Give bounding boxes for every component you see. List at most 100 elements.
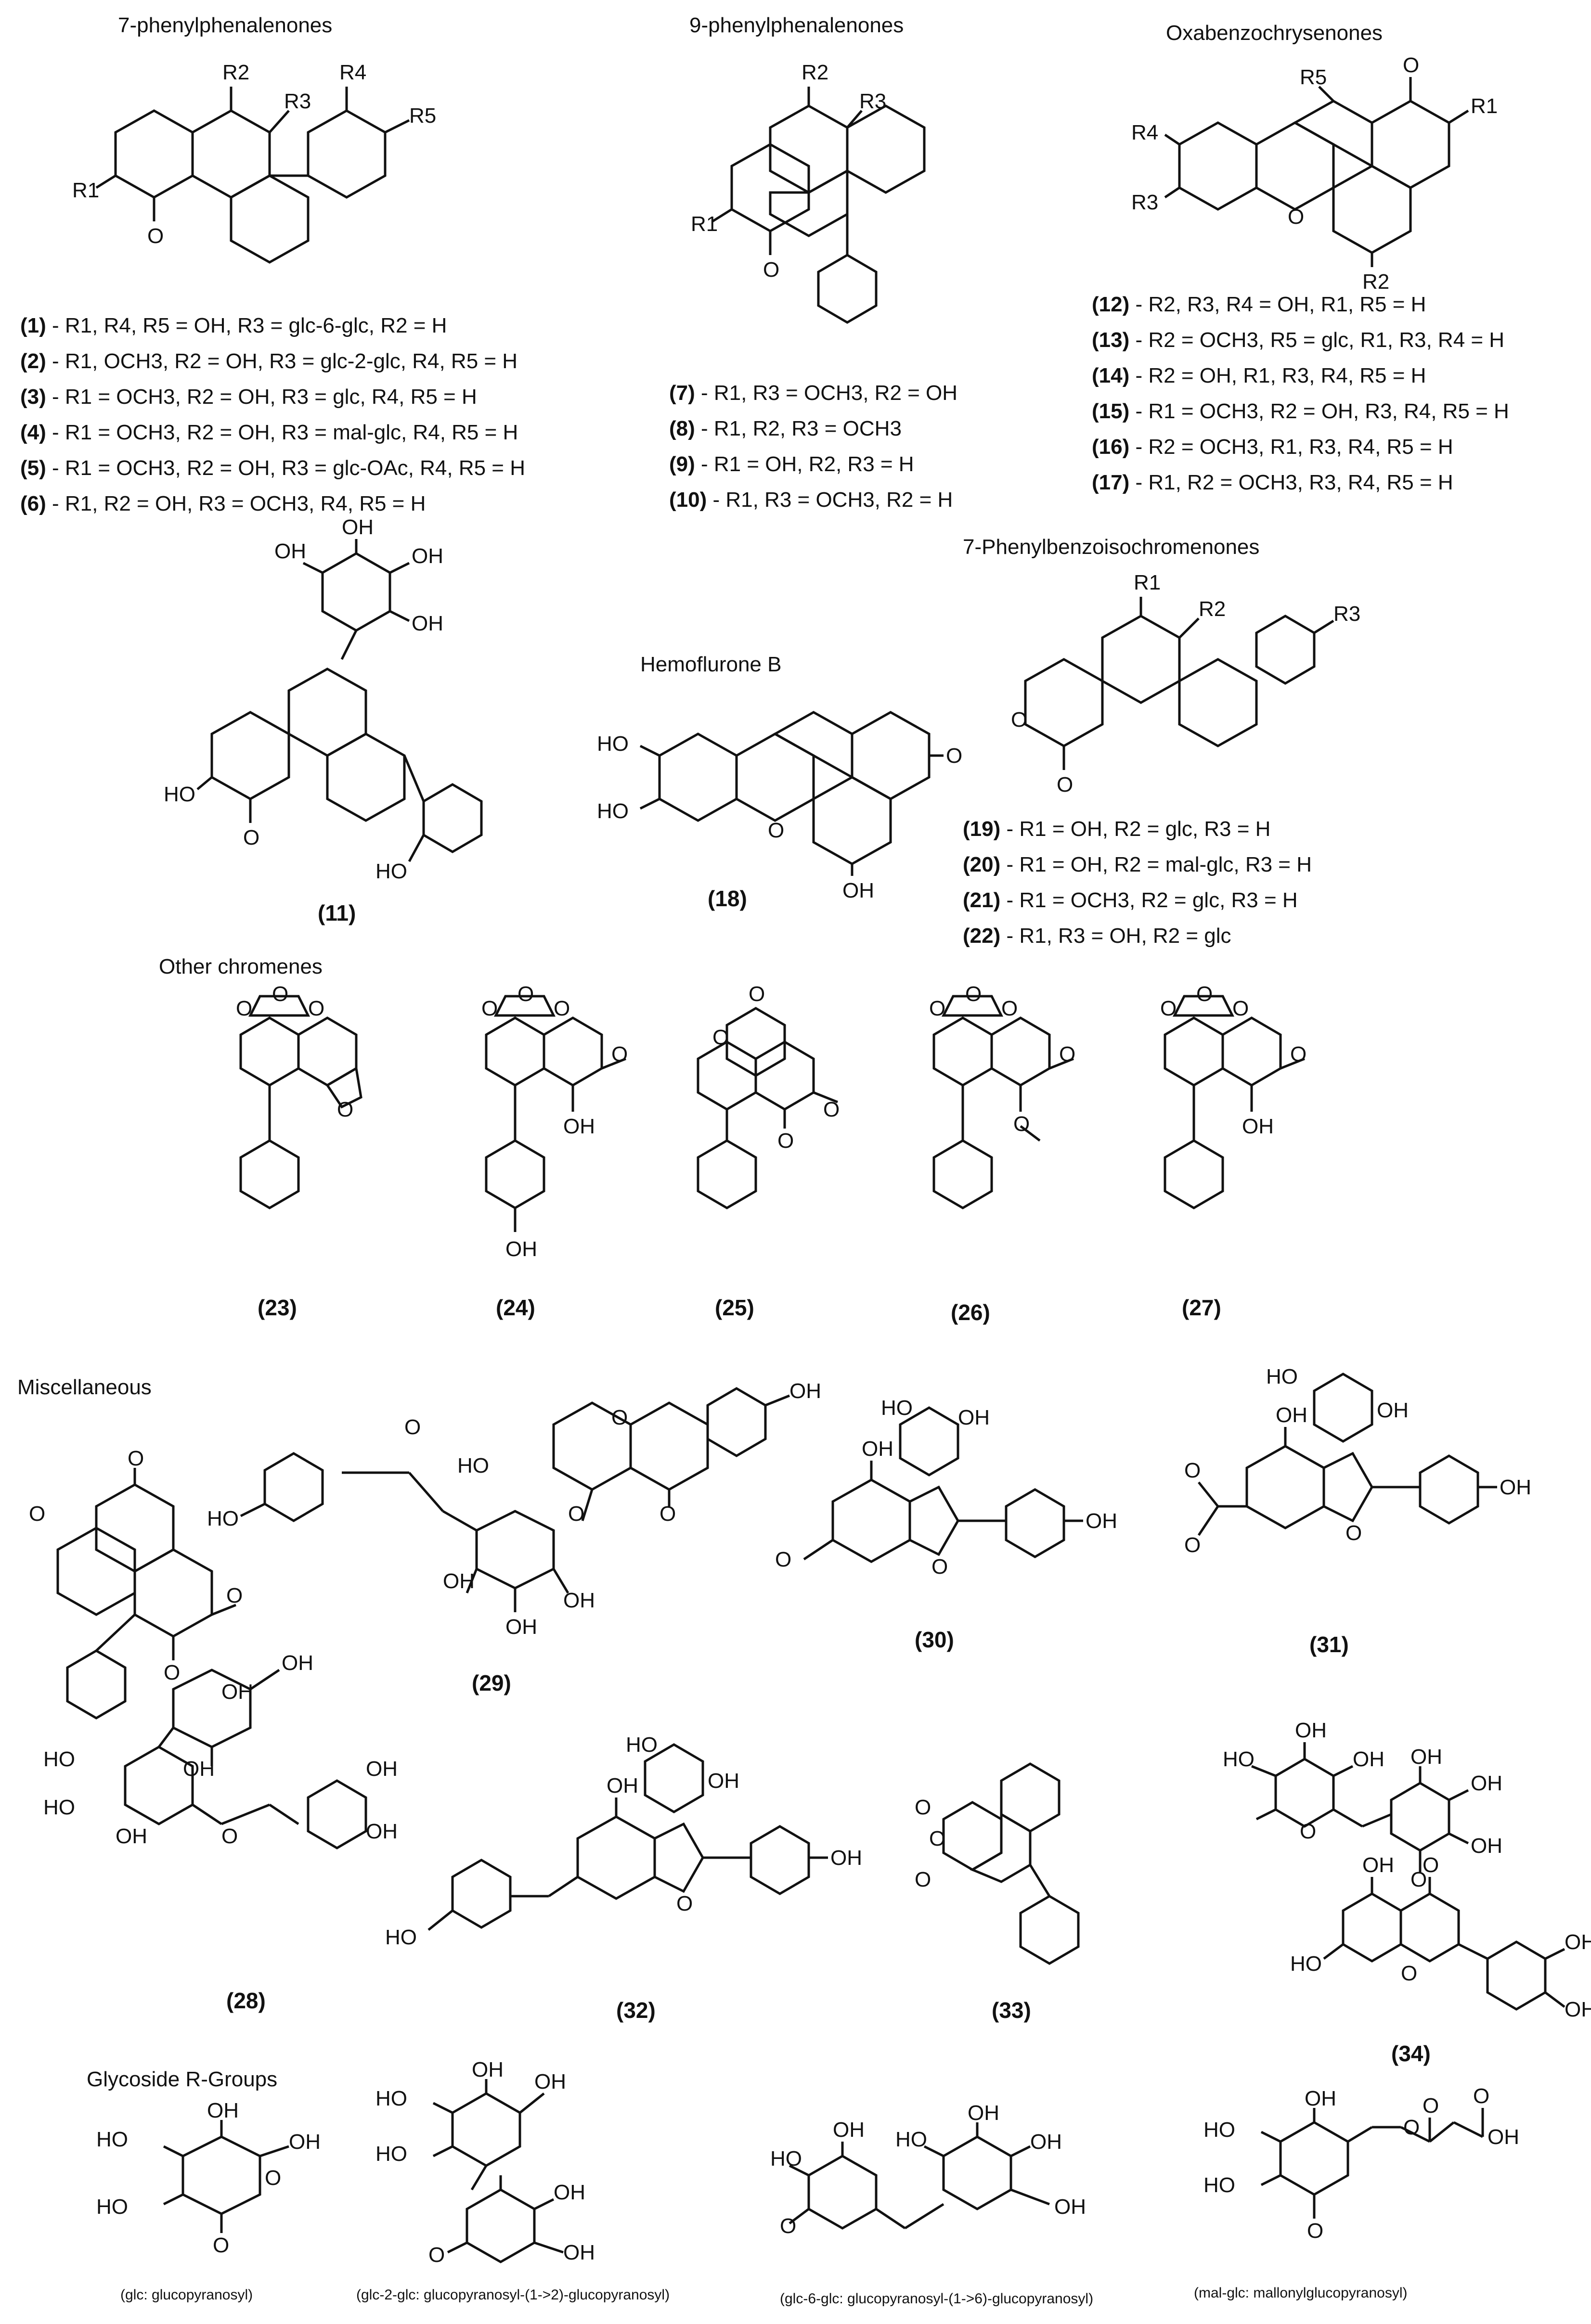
oh-label: OH bbox=[563, 1115, 595, 1138]
ring-o: O bbox=[611, 1042, 628, 1066]
ho-label: HO bbox=[375, 860, 407, 883]
ring-o: O bbox=[213, 2234, 229, 2257]
ring-o: O bbox=[931, 1555, 948, 1579]
oh-label: OH bbox=[282, 1651, 313, 1675]
carbonyl-o: O bbox=[915, 1796, 931, 1819]
structure-9-phenylphenalenone: R2 R3 R1 O bbox=[691, 61, 926, 324]
list-item: (19) - R1 = OH, R2 = glc, R3 = H bbox=[963, 817, 1271, 841]
carbonyl-o: O bbox=[1001, 997, 1018, 1020]
r1-label: R1 bbox=[1471, 94, 1498, 118]
compound-label-28: (28) bbox=[226, 1988, 266, 2013]
ring-o: O bbox=[1011, 708, 1027, 732]
compound-label-32: (32) bbox=[616, 1998, 656, 2023]
r1-label: R1 bbox=[72, 179, 99, 202]
ho-label: HO bbox=[375, 2142, 407, 2166]
list-item: (3) - R1 = OCH3, R2 = OH, R3 = glc, R4, … bbox=[20, 385, 477, 409]
ho-label: HO bbox=[96, 2128, 128, 2151]
substituents-isochromenones: (19) - R1 = OH, R2 = glc, R3 = H (20) - … bbox=[963, 811, 1312, 954]
substituents-7-phenylphenalenones: (1) - R1, R4, R5 = OH, R3 = glc-6-glc, R… bbox=[20, 308, 525, 522]
carbonyl-o: O bbox=[243, 826, 259, 849]
oh-label: OH bbox=[366, 1757, 398, 1781]
oh-label: OH bbox=[534, 2070, 566, 2093]
oh-label: OH bbox=[1410, 1745, 1442, 1769]
ho-label: HO bbox=[164, 783, 195, 806]
oh-label: OH bbox=[505, 1237, 537, 1261]
oh-label: OH bbox=[366, 1820, 398, 1843]
list-item: (5) - R1 = OCH3, R2 = OH, R3 = glc-OAc, … bbox=[20, 456, 525, 480]
header-9-phenylphenalenones: 9-phenylphenalenones bbox=[689, 13, 904, 37]
r2-label: R2 bbox=[1362, 270, 1389, 294]
ring-o: O bbox=[128, 1447, 144, 1470]
oh-label: OH bbox=[1471, 1772, 1502, 1795]
oh-label: OH bbox=[789, 1379, 821, 1403]
r3-label: R3 bbox=[859, 90, 886, 113]
oh-label: OH bbox=[1086, 1509, 1117, 1533]
list-item: (16) - R2 = OCH3, R1, R3, R4, R5 = H bbox=[1092, 435, 1453, 459]
header-other-chromenes: Other chromenes bbox=[159, 955, 323, 978]
oh-label: OH bbox=[830, 1846, 862, 1870]
oh-label: OH bbox=[183, 1757, 215, 1781]
compound-label-29: (29) bbox=[472, 1670, 511, 1695]
ho-label: HO bbox=[43, 1796, 75, 1819]
ring-o: O bbox=[1196, 982, 1213, 1006]
ring-o: O bbox=[1410, 1868, 1427, 1891]
ring-o: O bbox=[768, 819, 784, 842]
list-item: (1) - R1, R4, R5 = OH, R3 = glc-6-glc, R… bbox=[20, 314, 447, 337]
carbonyl-o: O bbox=[1473, 2084, 1489, 2108]
carbonyl-o: O bbox=[147, 224, 164, 248]
ring-o: O bbox=[272, 982, 288, 1006]
oh-label: OH bbox=[958, 1406, 990, 1429]
list-item: (4) - R1 = OCH3, R2 = OH, R3 = mal-glc, … bbox=[20, 421, 518, 444]
ho-label: HO bbox=[375, 2087, 407, 2110]
oh-label: OH bbox=[443, 1569, 475, 1593]
structure-compound-28: O O O O OH OH OH HO HO OH O OH OH bbox=[29, 1447, 398, 1849]
r2-label: R2 bbox=[802, 61, 828, 84]
oh-label: OH bbox=[505, 1615, 537, 1639]
structure-compound-31: HO OH OH O O O OH bbox=[1184, 1365, 1531, 1557]
carbonyl-o: O bbox=[946, 744, 962, 768]
oh-label: OH bbox=[472, 2058, 504, 2081]
r3-label: R3 bbox=[1333, 602, 1360, 626]
r1-label: R1 bbox=[1134, 571, 1161, 594]
header-miscellaneous: Miscellaneous bbox=[17, 1375, 152, 1399]
oh-label: OH bbox=[1377, 1399, 1409, 1422]
carbonyl-o: O bbox=[554, 997, 570, 1020]
structure-compound-27: O O O O OH bbox=[1160, 982, 1306, 1209]
structure-compound-29: OH HO O O O HO O OH OH OH bbox=[207, 1379, 821, 1639]
r4-label: R4 bbox=[339, 61, 366, 84]
ho-label: HO bbox=[43, 1747, 75, 1771]
oh-label: OH bbox=[274, 539, 306, 563]
oh-label: OH bbox=[1471, 1834, 1502, 1858]
carbonyl-o: O bbox=[660, 1502, 676, 1526]
ho-label: HO bbox=[96, 2195, 128, 2219]
list-item: (8) - R1, R2, R3 = OCH3 bbox=[669, 417, 902, 440]
carbonyl-o: O bbox=[1423, 1853, 1439, 1877]
r5-label: R5 bbox=[409, 104, 436, 128]
ring-o: O bbox=[221, 1824, 238, 1848]
structure-7-phenylphenalenone: R2 R3 R4 R5 R1 O bbox=[72, 61, 436, 264]
ho-label: HO bbox=[597, 732, 629, 756]
structure-compound-33: O O O bbox=[915, 1762, 1080, 1965]
list-item: (21) - R1 = OCH3, R2 = glc, R3 = H bbox=[963, 888, 1298, 912]
ring-o: O bbox=[164, 1661, 180, 1684]
carbonyl-o: O bbox=[1423, 2094, 1439, 2118]
header-hemoflurone-b: Hemoflurone B bbox=[640, 653, 782, 676]
compound-label-33: (33) bbox=[992, 1998, 1031, 2023]
carbonyl-o: O bbox=[1232, 997, 1249, 1020]
carbonyl-o: O bbox=[763, 258, 779, 282]
oh-label: OH bbox=[1500, 1476, 1531, 1499]
oh-label: OH bbox=[1276, 1403, 1307, 1427]
list-item: (20) - R1 = OH, R2 = mal-glc, R3 = H bbox=[963, 853, 1312, 876]
oh-label: OH bbox=[1565, 1930, 1591, 1954]
ring-o: O bbox=[1307, 2219, 1323, 2243]
structure-compound-32: HO OH OH O OH HO bbox=[385, 1733, 862, 1949]
carbonyl-o: O bbox=[236, 997, 252, 1020]
carbonyl-o: O bbox=[308, 997, 324, 1020]
ho-label: HO bbox=[1223, 1747, 1255, 1771]
ring-o: O bbox=[337, 1098, 353, 1121]
carbonyl-o: O bbox=[749, 982, 765, 1006]
r2-label: R2 bbox=[222, 61, 249, 84]
ring-o: O bbox=[428, 2243, 445, 2267]
oh-label: OH bbox=[1565, 1998, 1591, 2021]
oh-label: OH bbox=[221, 1680, 253, 1704]
